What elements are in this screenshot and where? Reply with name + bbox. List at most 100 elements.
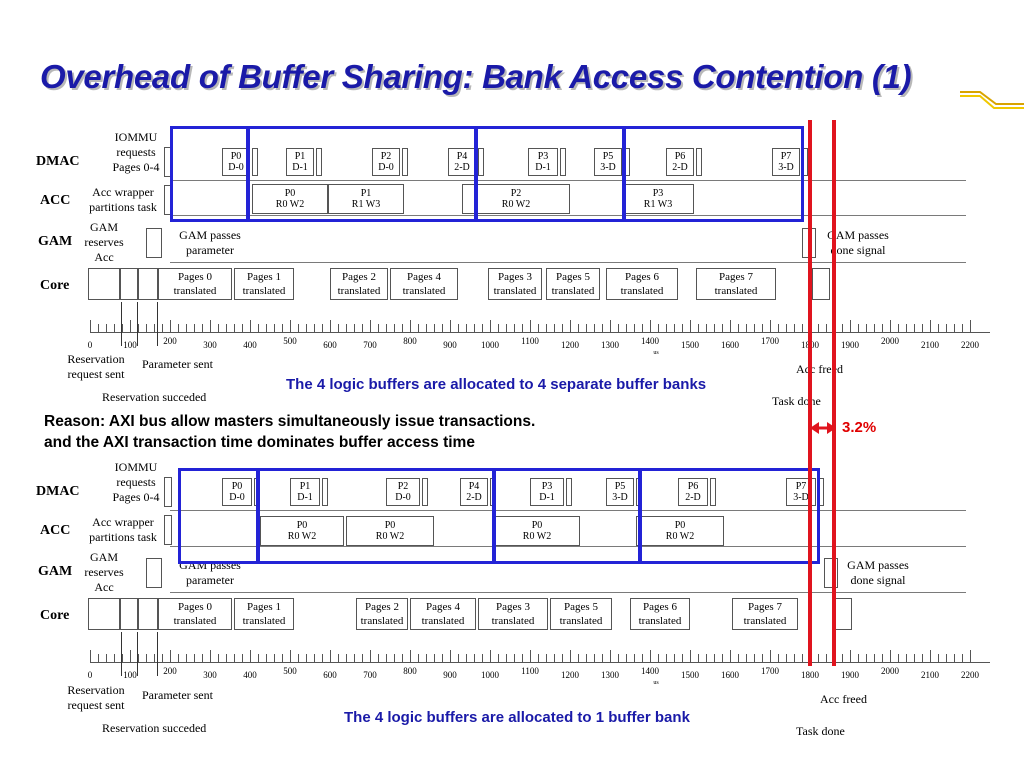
- bottom-tick-mark: [130, 650, 131, 662]
- top-dmac-box-label: P2: [380, 151, 392, 162]
- acc-start-bar-2: [164, 515, 172, 545]
- bottom-tick-mark: [194, 654, 195, 662]
- overhead-percent: 3.2%: [842, 419, 877, 436]
- top-tick-mark: [546, 324, 547, 332]
- bottom-tick-mark: [746, 654, 747, 662]
- top-tick-mark: [450, 320, 451, 332]
- bottom-dmac-box-label: P5: [614, 481, 626, 492]
- top-acc-box-sublabel: R0 W2: [501, 199, 531, 210]
- dmac-label: DMAC: [36, 154, 80, 169]
- bottom-tick-label: 600: [323, 670, 337, 680]
- bottom-tick-mark: [410, 650, 411, 662]
- top-tick-label: 600: [323, 340, 337, 350]
- top-core-box-label: Pages 5: [556, 271, 590, 283]
- top-tick-mark: [674, 324, 675, 332]
- bottom-tick-mark: [562, 654, 563, 662]
- top-tick-mark: [330, 320, 331, 332]
- reservation-request-label-2: Reservation request sent: [67, 683, 125, 712]
- gam-label: GAM: [38, 234, 73, 249]
- bottom-core-box-label: Pages 3: [496, 601, 530, 613]
- marker-line-task-done-bottom: [832, 120, 836, 666]
- top-tick-mark: [242, 324, 243, 332]
- bottom-tick-mark: [938, 654, 939, 662]
- slide-title: Overhead of Buffer Sharing: Bank Access …: [40, 58, 912, 95]
- bottom-tick-mark: [458, 654, 459, 662]
- top-tick-label: 2200: [961, 340, 979, 350]
- reservation-succeeded-label-2: Reservation succeded: [102, 721, 207, 735]
- top-tick-mark: [602, 324, 603, 332]
- top-tick-mark: [338, 324, 339, 332]
- bottom-core-box-label: Pages 1: [247, 601, 281, 613]
- bottom-tick-label: 700: [363, 670, 377, 680]
- top-event-arrow-2: [157, 302, 158, 346]
- bottom-tick-label: 0: [87, 670, 93, 680]
- top-highlight-4: [622, 126, 804, 222]
- bottom-tick-mark: [570, 650, 571, 662]
- top-axis-line: [90, 332, 990, 333]
- bottom-tick-label: 900: [443, 670, 457, 680]
- bottom-core-box-sublabel: translated: [421, 615, 465, 627]
- bottom-dmac-box-label: P2: [397, 481, 409, 492]
- top-dmac-box-stub-1: [316, 148, 322, 176]
- bottom-tick-mark: [330, 650, 331, 662]
- top-dmac-box-stub-6: [696, 148, 702, 176]
- dmac-label-2: DMAC: [36, 484, 80, 499]
- top-tick-mark: [434, 324, 435, 332]
- bottom-tick-mark: [306, 654, 307, 662]
- top-tick-mark: [698, 324, 699, 332]
- top-tick-mark: [570, 320, 571, 332]
- bottom-tick-mark: [346, 654, 347, 662]
- top-tick-mark: [610, 320, 611, 332]
- top-core-box-sublabel: translated: [337, 285, 381, 297]
- top-tick-mark: [530, 320, 531, 332]
- bottom-tick-mark: [522, 654, 523, 662]
- bottom-tick-mark: [338, 654, 339, 662]
- top-acc-box-sublabel: R0 W2: [275, 199, 305, 210]
- bottom-tick-mark: [650, 650, 651, 662]
- bottom-tick-mark: [322, 654, 323, 662]
- bottom-tick-mark: [954, 654, 955, 662]
- bottom-tick-mark: [842, 654, 843, 662]
- bottom-tick-mark: [362, 654, 363, 662]
- bottom-tick-mark: [418, 654, 419, 662]
- bottom-dmac-box-label: P6: [687, 481, 699, 492]
- top-event-arrow-1: [137, 302, 138, 346]
- gam-reserves-label: GAM reserves Acc: [84, 220, 124, 264]
- top-tick-mark: [362, 324, 363, 332]
- bottom-core-box-sublabel: translated: [173, 615, 217, 627]
- bottom-tick-mark: [266, 654, 267, 662]
- top-tick-mark: [394, 324, 395, 332]
- reason-text: Reason: AXI bus allow masters simultaneo…: [44, 411, 535, 453]
- top-tick-mark: [786, 324, 787, 332]
- top-tick-mark: [586, 324, 587, 332]
- top-tick-mark: [954, 324, 955, 332]
- bottom-tick-mark: [482, 654, 483, 662]
- top-core-box-sublabel: translated: [551, 285, 595, 297]
- top-core-box-label: Pages 4: [407, 271, 441, 283]
- bottom-core-box-label: Pages 4: [426, 601, 460, 613]
- bottom-tick-mark: [602, 654, 603, 662]
- top-core-box-sublabel: translated: [402, 285, 446, 297]
- bottom-event-arrow-1: [137, 632, 138, 676]
- bottom-tick-label: 1200: [561, 670, 579, 680]
- top-tick-mark: [890, 320, 891, 332]
- bottom-tick-mark: [626, 654, 627, 662]
- top-tick-mark: [266, 324, 267, 332]
- top-tick-mark: [442, 324, 443, 332]
- bottom-dmac-box-sublabel: 2-D: [685, 492, 701, 503]
- gam-passes-done-label-2: GAM passes done signal: [847, 558, 909, 587]
- top-tick-mark: [298, 324, 299, 332]
- bottom-core-box-label: Pages 0: [178, 601, 212, 613]
- bottom-dmac-box-sublabel: D-1: [297, 492, 313, 503]
- bottom-highlight-3: [492, 468, 642, 564]
- bottom-highlight-1: [178, 468, 260, 564]
- core-seg-a-2: [88, 598, 120, 630]
- core-seg-b: [120, 268, 138, 300]
- parameter-sent-label-2: Parameter sent: [142, 688, 213, 702]
- bottom-unit-label: us: [653, 680, 659, 686]
- bottom-tick-mark: [730, 650, 731, 662]
